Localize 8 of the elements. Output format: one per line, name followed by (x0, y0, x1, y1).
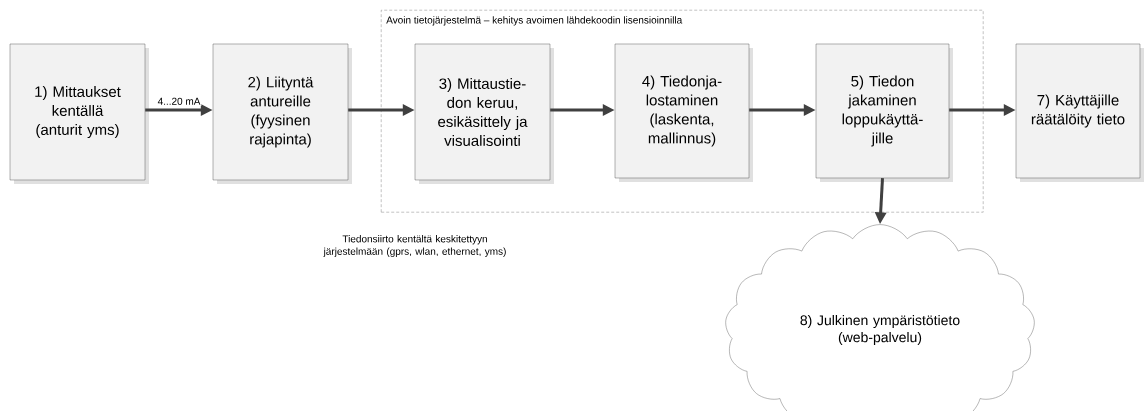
process-box: 5) Tiedon jakaminen loppukäyttä- jille (815, 43, 953, 182)
edge-label: 4...20 mA (156, 96, 202, 106)
process-box: 2) Liityntä antureille (fyysinen rajapinta) (212, 43, 352, 184)
process-box: 7) Käyttäjille räätälöity tieto (1015, 43, 1144, 182)
process-box: 1) Mittaukset kentällä (anturit yms) (9, 43, 149, 184)
note-text: Tiedonsiirto kentältä keskitettyyn järjestelmään (gprs, wlan, ethernet, yms) (323, 235, 506, 257)
process-box: 4) Tiedonja- lostaminen (laskenta, mallinnus) (614, 43, 753, 182)
process-box: 3) Mittaustie- don keruu, esikäsittely ja visualisointi (414, 43, 554, 184)
